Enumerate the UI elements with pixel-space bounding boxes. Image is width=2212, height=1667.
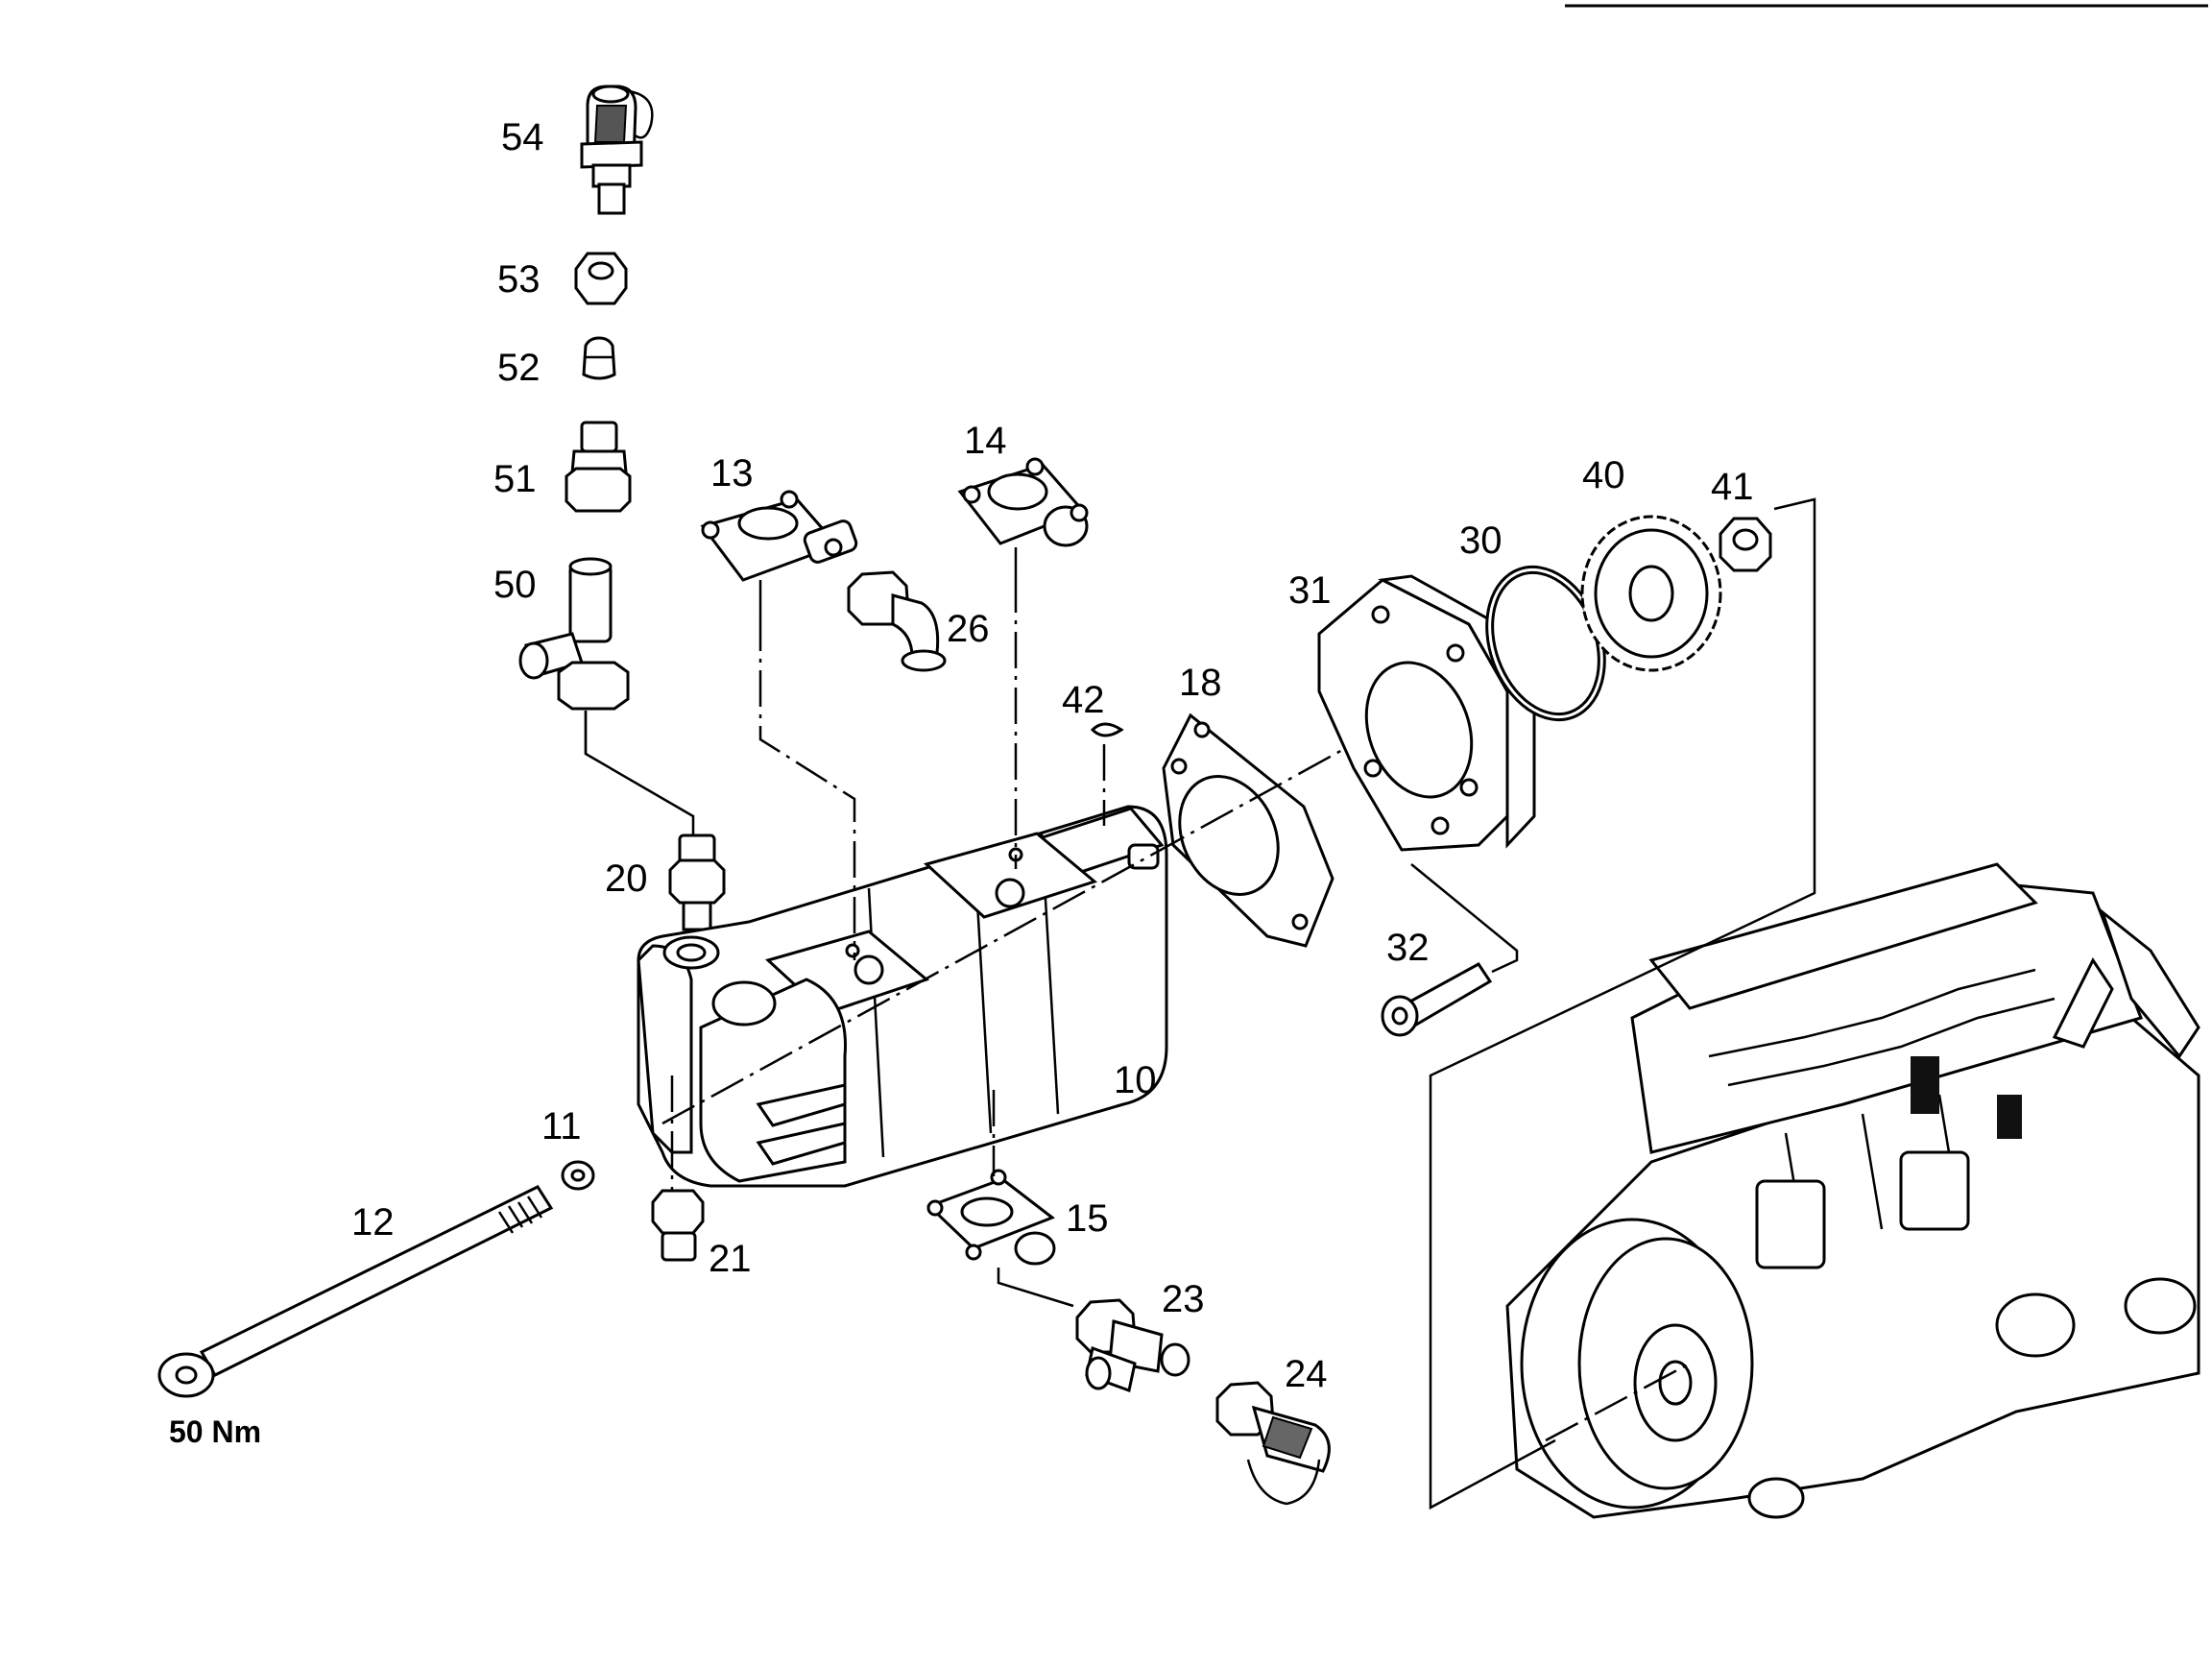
part-12-bolt [157, 1185, 554, 1398]
label-14: 14 [964, 420, 1007, 462]
part-41-nut [1719, 517, 1772, 572]
part-21-adapter [651, 1189, 705, 1262]
label-26: 26 [947, 608, 990, 650]
part-13-flange [700, 490, 858, 615]
label-10: 10 [1114, 1059, 1157, 1101]
part-42-key [1090, 722, 1124, 737]
part-50-tee [518, 557, 630, 754]
part-30-o-ring [1485, 565, 1606, 722]
part-31-flange-plate [1317, 574, 1537, 852]
part-24-cap [1215, 1381, 1331, 1506]
label-18: 18 [1179, 662, 1222, 704]
part-26-elbow [847, 570, 947, 672]
label-21: 21 [709, 1238, 752, 1280]
part-51-fitting [565, 421, 632, 513]
part-14-flange [957, 457, 1089, 576]
label-20: 20 [605, 858, 648, 900]
label-23: 23 [1162, 1278, 1205, 1320]
part-18-gasket [1162, 713, 1334, 948]
label-52: 52 [497, 347, 541, 389]
label-42: 42 [1062, 679, 1105, 721]
part-53-nut [574, 252, 628, 305]
part-11-washer [561, 1160, 595, 1191]
label-12: 12 [351, 1201, 395, 1244]
label-13: 13 [710, 452, 754, 495]
label-50: 50 [493, 564, 537, 606]
part-15-flange [926, 1169, 1056, 1266]
label-53: 53 [497, 258, 541, 301]
part-23-tee [1075, 1298, 1190, 1392]
label-54: 54 [501, 116, 544, 158]
label-31: 31 [1288, 569, 1332, 612]
part-54-sensor [580, 85, 654, 215]
label-15: 15 [1066, 1197, 1109, 1240]
engine-assembly [1505, 862, 2200, 1519]
part-20-adapter [668, 834, 726, 949]
part-40-gear [1580, 515, 1722, 672]
label-24: 24 [1285, 1353, 1328, 1395]
part-32-bolt [1381, 962, 1493, 1037]
callout-labels: 54 53 52 51 50 13 14 26 42 18 31 30 40 4… [169, 116, 1754, 1449]
label-51: 51 [493, 458, 537, 500]
label-11: 11 [541, 1105, 582, 1148]
label-30: 30 [1459, 519, 1503, 562]
label-32: 32 [1386, 927, 1430, 969]
torque-label: 50 Nm [169, 1414, 261, 1449]
label-40: 40 [1582, 454, 1625, 496]
label-41: 41 [1711, 466, 1754, 508]
part-10-gear-pump [637, 805, 1168, 1188]
part-52-ferrule [582, 336, 616, 380]
leader-lines [584, 497, 1816, 1510]
